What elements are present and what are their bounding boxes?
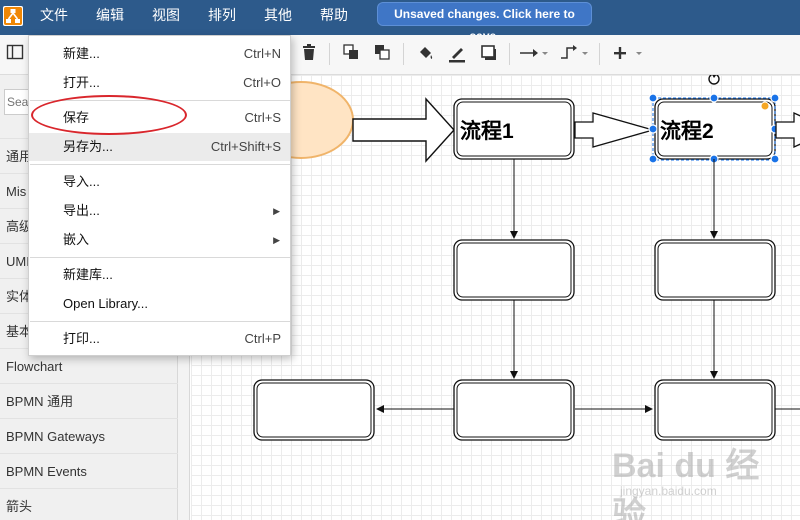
to-front-icon[interactable]	[340, 43, 362, 65]
menu-item-label: 打开...	[63, 75, 100, 90]
fill-color-icon[interactable]	[415, 43, 437, 65]
menu-item-open[interactable]: 打开... Ctrl+O	[29, 69, 290, 97]
toolbar-separator	[403, 43, 404, 65]
block-arrow-1[interactable]	[352, 97, 455, 163]
block-arrow-3[interactable]	[775, 111, 800, 149]
rotate-handle-icon[interactable]	[708, 75, 720, 85]
block-arrow-2[interactable]	[574, 112, 656, 148]
menu-item-shortcut: Ctrl+S	[244, 110, 281, 125]
process-box-2[interactable]: 流程2	[654, 98, 776, 160]
menu-help[interactable]: 帮助	[320, 7, 348, 23]
sidebar-item-bpmn-general[interactable]: BPMN 通用	[0, 383, 178, 418]
menu-item-new[interactable]: 新建... Ctrl+N	[29, 40, 290, 68]
watermark-logo: Bai du 经验	[612, 447, 760, 520]
menu-item-shortcut: Ctrl+N	[243, 46, 281, 61]
diagram-canvas[interactable]: 流程1 流程2	[191, 75, 800, 520]
connection-icon[interactable]	[518, 43, 550, 65]
menu-edit[interactable]: 编辑	[96, 7, 124, 23]
menu-file[interactable]: 文件	[40, 7, 68, 23]
menu-separator	[30, 257, 290, 258]
menu-item-shortcut: Ctrl+O	[243, 75, 281, 90]
menu-item-label: 新建...	[63, 46, 100, 61]
menu-item-print[interactable]: 打印... Ctrl+P	[29, 325, 290, 353]
menu-item-import[interactable]: 导入...	[29, 168, 290, 196]
toolbar-separator	[599, 43, 600, 65]
menu-item-label: 嵌入	[63, 232, 90, 247]
toolbar-separator	[509, 43, 510, 65]
delete-icon[interactable]	[299, 43, 319, 65]
menu-item-label: 导入...	[63, 174, 100, 189]
file-menu: 新建... Ctrl+N 打开... Ctrl+O 保存 Ctrl+S 另存为.…	[28, 35, 291, 356]
menu-view[interactable]: 视图	[152, 7, 180, 23]
waypoint-handle[interactable]	[760, 101, 770, 111]
menubar: 文件 编辑 视图 排列 其他 帮助 Unsaved changes. Click…	[0, 0, 800, 43]
toolbar-separator	[329, 43, 330, 65]
menu-extras[interactable]: 其他	[264, 7, 292, 23]
save-annotation-ellipse	[31, 95, 187, 135]
menu-item-label: 新建库...	[63, 267, 113, 282]
menu-separator	[30, 164, 290, 165]
process-1-label: 流程1	[460, 119, 514, 143]
menu-item-shortcut: Ctrl+P	[244, 331, 281, 346]
process-box-5[interactable]	[253, 379, 375, 441]
process-box-3[interactable]	[453, 239, 575, 301]
format-panel-icon[interactable]	[5, 43, 25, 65]
process-box-1[interactable]: 流程1	[453, 98, 575, 160]
unsaved-changes-button[interactable]: Unsaved changes. Click here to save.	[377, 2, 592, 43]
app-logo-icon[interactable]	[3, 6, 23, 26]
menu-item-shortcut: Ctrl+Shift+S	[210, 139, 281, 154]
menu-item-new-library[interactable]: 新建库...	[29, 261, 290, 289]
menu-item-label: 打印...	[63, 331, 100, 346]
menu-item-export[interactable]: 导出... ▶	[29, 197, 290, 225]
to-back-icon[interactable]	[371, 43, 393, 65]
submenu-arrow-icon: ▶	[273, 235, 280, 245]
menu-item-save-as[interactable]: 另存为... Ctrl+Shift+S	[29, 133, 290, 161]
menu-item-embed[interactable]: 嵌入 ▶	[29, 226, 290, 254]
sidebar-item-bpmn-events[interactable]: BPMN Events	[0, 453, 178, 488]
menu-separator	[30, 321, 290, 322]
menu-item-label: 导出...	[63, 203, 100, 218]
waypoints-icon[interactable]	[558, 43, 590, 65]
sidebar-item-arrows[interactable]: 箭头	[0, 488, 178, 520]
process-box-6[interactable]	[453, 379, 575, 441]
menu-item-label: 另存为...	[63, 139, 113, 154]
process-box-7[interactable]	[654, 379, 776, 441]
sidebar-item-bpmn-gateways[interactable]: BPMN Gateways	[0, 418, 178, 453]
selection-handles[interactable]	[648, 93, 780, 164]
menu-arrange[interactable]: 排列	[208, 7, 236, 23]
line-color-icon[interactable]	[446, 43, 468, 65]
process-box-4[interactable]	[654, 239, 776, 301]
watermark: Bai du 经验 jingyan.baidu.com	[612, 438, 792, 520]
menu-item-label: Open Library...	[63, 296, 149, 311]
watermark-url: jingyan.baidu.com	[620, 484, 717, 498]
menu-item-open-library[interactable]: Open Library...	[29, 290, 290, 318]
process-2-label: 流程2	[660, 119, 714, 143]
submenu-arrow-icon: ▶	[273, 206, 280, 216]
insert-icon[interactable]	[609, 43, 645, 65]
shadow-icon[interactable]	[478, 43, 500, 65]
